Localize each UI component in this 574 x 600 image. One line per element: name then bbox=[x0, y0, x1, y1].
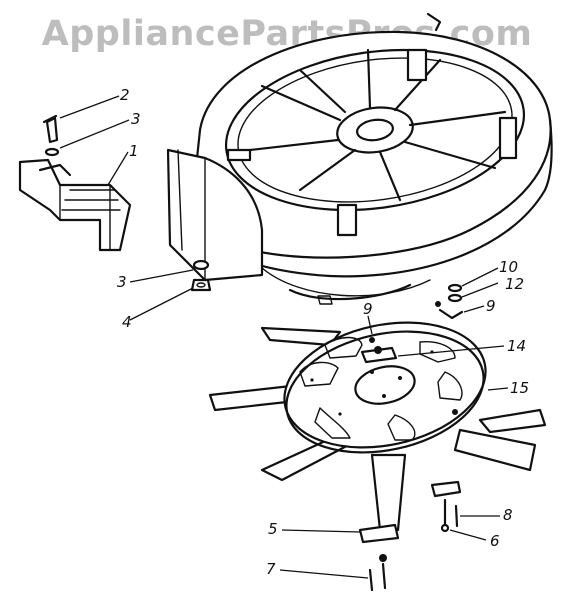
hardware-parts bbox=[358, 283, 464, 592]
callout-2: 2 bbox=[120, 86, 130, 104]
callout-15: 15 bbox=[510, 379, 529, 397]
callout-7: 7 bbox=[266, 560, 276, 578]
callout-9-right: 9 bbox=[486, 297, 496, 315]
bolt-part bbox=[42, 114, 60, 157]
callout-5: 5 bbox=[268, 520, 278, 538]
nut-washer-parts bbox=[190, 259, 212, 292]
callout-1: 1 bbox=[129, 142, 139, 160]
callout-6: 6 bbox=[490, 532, 500, 550]
callout-8: 8 bbox=[503, 506, 513, 524]
callout-9-left: 9 bbox=[363, 300, 373, 318]
callout-10: 10 bbox=[499, 258, 518, 276]
callout-12: 12 bbox=[505, 275, 524, 293]
callout-3-bottom: 3 bbox=[117, 273, 127, 291]
blade-disc-part bbox=[283, 321, 487, 454]
callout-14: 14 bbox=[507, 337, 526, 355]
deflector-part bbox=[18, 158, 132, 252]
callout-3-top: 3 bbox=[131, 110, 141, 128]
callout-labels: 2 3 1 3 4 10 12 9 9 14 15 5 8 6 7 bbox=[117, 86, 529, 578]
blade-housing bbox=[166, 12, 553, 305]
leader-lines bbox=[59, 95, 509, 579]
callout-4: 4 bbox=[122, 313, 132, 331]
